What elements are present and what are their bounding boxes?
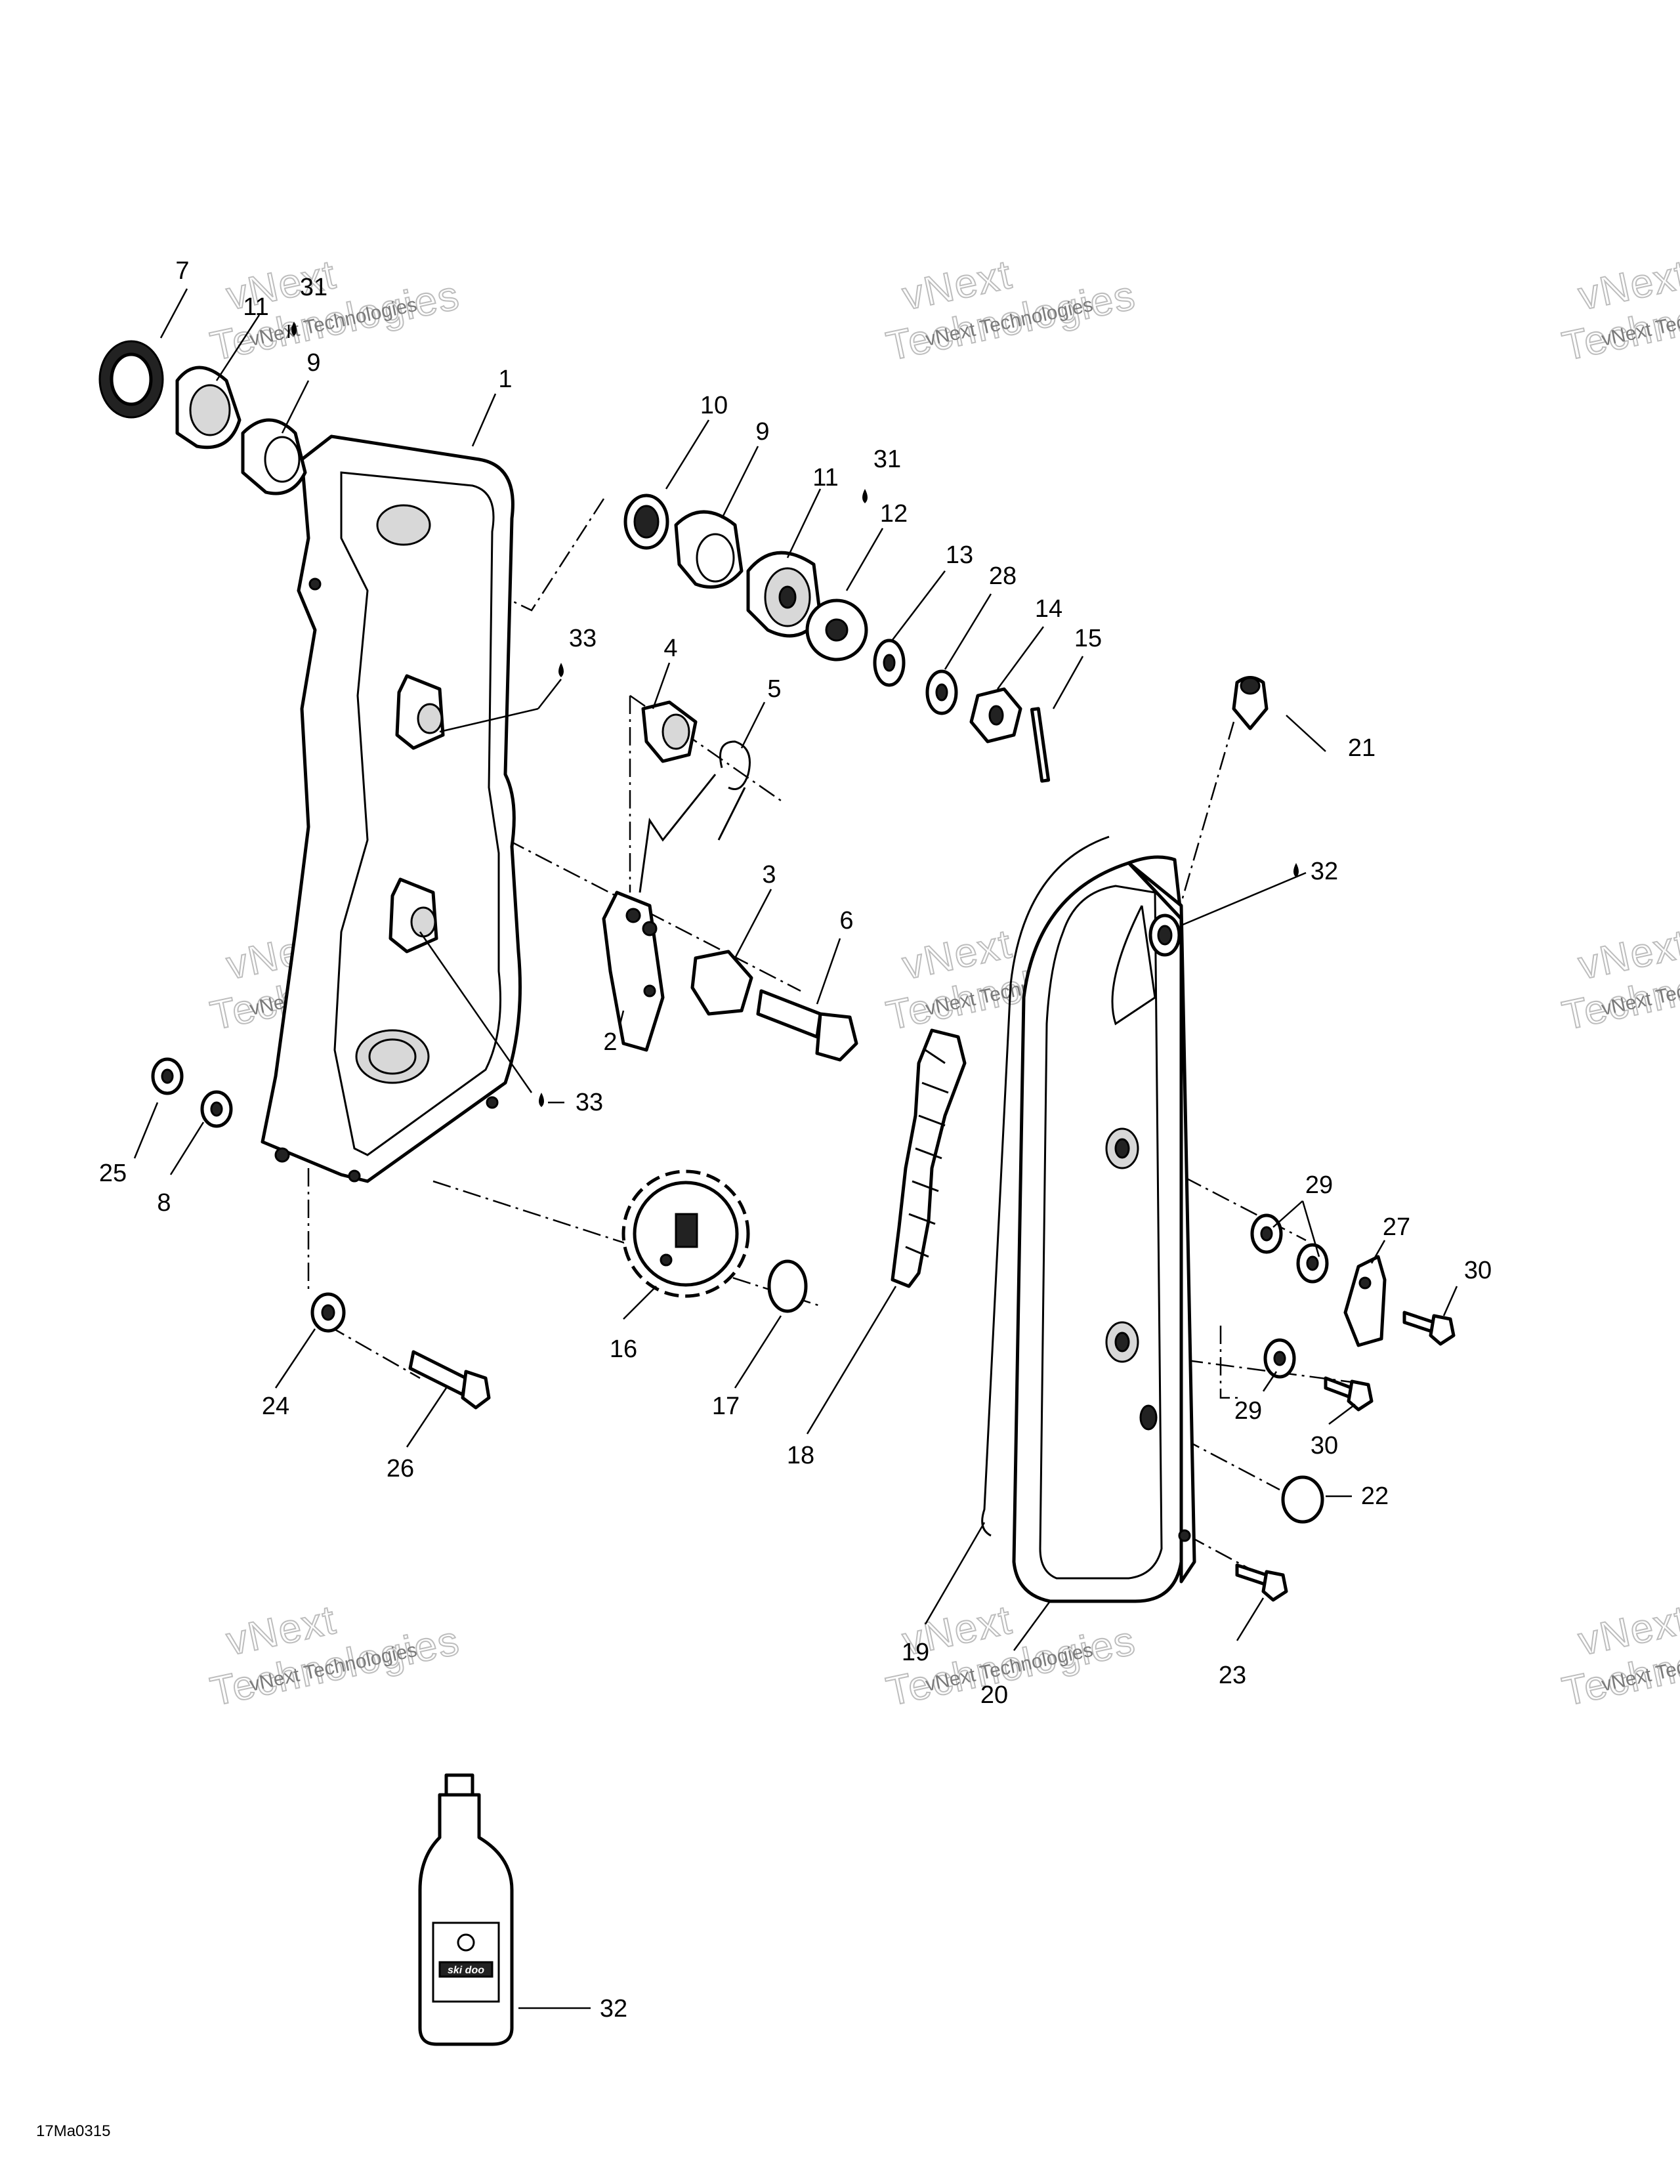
callout-17: 17 (712, 1393, 740, 1420)
callout-32b: 32 (600, 1995, 627, 2023)
oil-drop-icon (1293, 863, 1299, 877)
small-sprocket (805, 598, 868, 662)
watermark-top-center: vNext Technologies vNext Technologies (882, 251, 1141, 370)
callouts: 7 11 31 9 1 10 9 31 11 12 13 28 14 15 33… (99, 257, 1492, 2023)
bottle-label: ski doo (448, 1965, 484, 1976)
oil-drop-icons (291, 322, 1299, 1107)
right-hardware (1232, 676, 1456, 1602)
watermark-top-right: vNext Technologies vNext Technologies (1558, 251, 1680, 370)
drive-sprocket (621, 1169, 750, 1298)
oil-drop-icon (862, 489, 868, 503)
oil-drop-icon (558, 663, 564, 677)
figure-code: 17Ma0315 (36, 2122, 110, 2140)
callout-6: 6 (839, 907, 853, 934)
leader-lines (133, 288, 1458, 2009)
callout-31: 31 (300, 274, 327, 301)
watermark-low-right: vNext Technologies vNext Technologies (1558, 1597, 1680, 1715)
callout-32: 32 (1311, 858, 1338, 885)
callout-1: 1 (498, 366, 512, 393)
callout-33b: 33 (576, 1089, 603, 1116)
callout-21: 21 (1348, 734, 1376, 762)
callout-11b: 11 (812, 464, 838, 492)
callout-29b: 29 (1234, 1397, 1262, 1425)
callout-23: 23 (1219, 1662, 1246, 1689)
chain-tensioner (602, 700, 858, 1062)
callout-25: 25 (99, 1160, 127, 1187)
chaincase-oil-bottle: ski doo (418, 1773, 514, 2046)
callout-30b: 30 (1311, 1432, 1338, 1460)
callout-7: 7 (175, 257, 189, 285)
callout-24: 24 (262, 1393, 289, 1420)
callout-31b: 31 (873, 446, 901, 473)
left-bearing-stack (98, 340, 307, 495)
callout-2: 2 (603, 1028, 617, 1056)
callout-29: 29 (1305, 1171, 1333, 1199)
callout-9: 9 (306, 349, 320, 377)
oil-drop-icon (291, 322, 297, 336)
callout-8: 8 (157, 1189, 171, 1217)
callout-19: 19 (902, 1639, 929, 1666)
outer-chaincase-cover (981, 835, 1196, 1603)
callout-4: 4 (663, 635, 677, 662)
watermark-low-left: vNext Technologies vNext Technologies (206, 1597, 465, 1715)
callout-16: 16 (610, 1335, 637, 1363)
callout-30: 30 (1464, 1257, 1492, 1284)
callout-13: 13 (946, 541, 973, 569)
drive-chain (891, 1028, 967, 1288)
callout-3: 3 (762, 861, 776, 889)
callout-22: 22 (1361, 1482, 1389, 1510)
shaft-parts-stack (623, 494, 1051, 783)
circlip (767, 1259, 808, 1313)
callout-5: 5 (767, 675, 781, 703)
oil-drop-icon (539, 1093, 544, 1107)
callout-33: 33 (569, 625, 597, 652)
callout-10: 10 (700, 392, 728, 419)
watermark-top-left: vNext Technologies vNext Technologies (206, 251, 465, 370)
callout-18: 18 (787, 1442, 814, 1469)
left-hardware (151, 1057, 491, 1410)
callout-14: 14 (1035, 595, 1062, 623)
callout-27: 27 (1383, 1213, 1410, 1241)
callout-9b: 9 (755, 418, 769, 446)
callout-28: 28 (989, 562, 1017, 590)
callout-12: 12 (880, 500, 908, 528)
callout-15: 15 (1074, 625, 1102, 652)
callout-26: 26 (387, 1455, 414, 1482)
callout-11: 11 (243, 293, 268, 321)
inner-chaincase-housing (261, 434, 522, 1183)
callout-20: 20 (980, 1681, 1008, 1709)
watermark-mid-right: vNext Technologies vNext Technologies (1558, 921, 1680, 1040)
